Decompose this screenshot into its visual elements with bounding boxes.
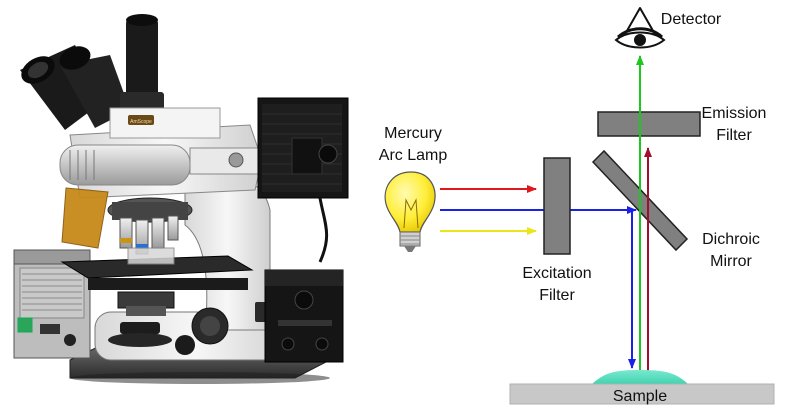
excitation-filter [543, 157, 571, 255]
excitation-filter-label-line2: Filter [539, 287, 575, 304]
transformer-box [264, 269, 344, 363]
camera-tube [120, 14, 164, 110]
dichroic-mirror-label-line2: Mirror [710, 253, 752, 270]
sample-label: Sample [613, 388, 667, 405]
microscope-photo: AmScope [13, 14, 349, 384]
sample-fluorescence [592, 370, 688, 384]
dichroic-mirror-label: Dichroic [702, 231, 760, 248]
lamphouse [257, 97, 349, 263]
sample-stage [509, 383, 775, 405]
filter-turret [59, 144, 191, 186]
focus-knobs [108, 307, 229, 355]
mercury-lamp-label: Mercury [384, 125, 442, 142]
excitation-filter-label: Excitation [522, 265, 591, 282]
microscope-brand-label: AmScope [130, 119, 152, 125]
emission-filter [597, 111, 701, 137]
mercury-lamp-label-line2: Arc Lamp [379, 147, 448, 164]
uv-shield [61, 187, 109, 249]
emission-filter-label: Emission [702, 105, 767, 122]
objectives [119, 215, 179, 255]
optical-schematic: Mercury Arc Lamp Excitation Filter Dichr… [379, 7, 775, 405]
emission-filter-label-line2: Filter [716, 127, 752, 144]
eye-icon [614, 7, 666, 49]
detector-label: Detector [661, 11, 722, 28]
light-bulb-icon [384, 171, 436, 252]
